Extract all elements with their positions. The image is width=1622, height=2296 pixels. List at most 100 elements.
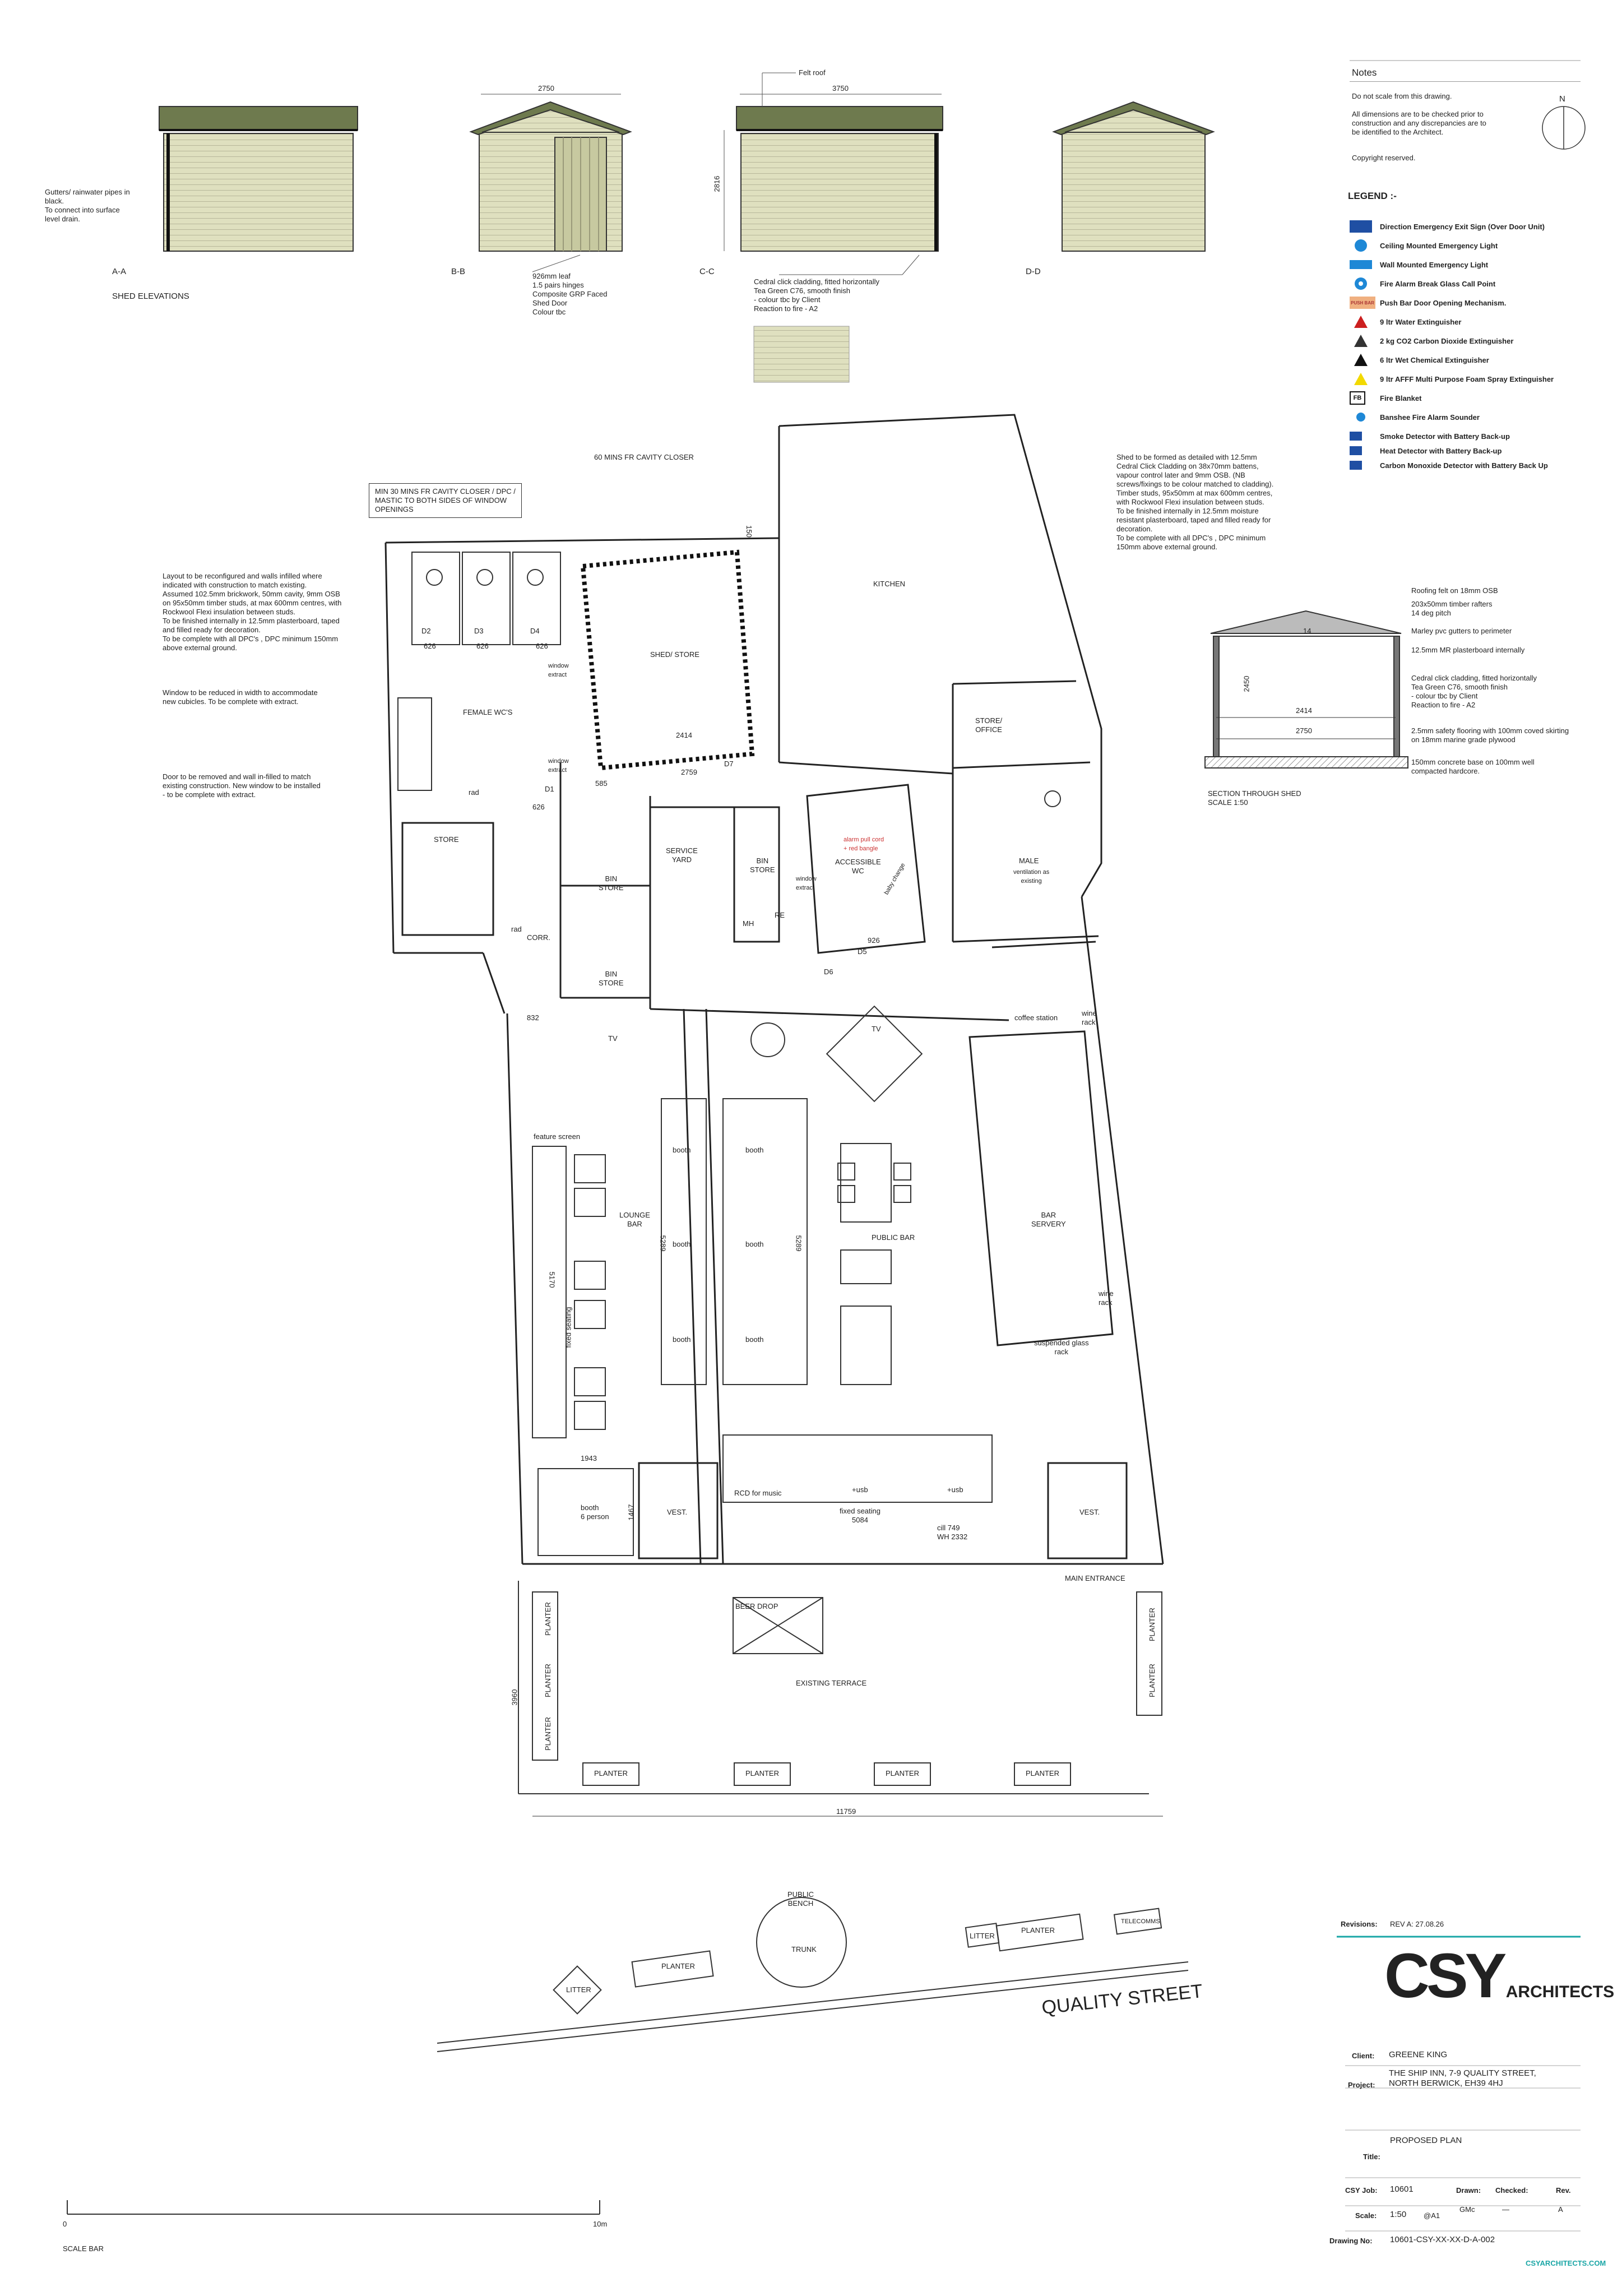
alarm-pull-label: alarm pull cord + red bangle: [844, 836, 884, 852]
dim-2816: 2816: [712, 175, 721, 192]
rad-label-2: rad: [511, 925, 522, 933]
project-label: Project:: [1348, 2081, 1375, 2089]
legend-list: Direction Emergency Exit Sign (Over Door…: [1350, 220, 1585, 494]
ventilation-label: ventilation as existing: [1013, 869, 1050, 885]
booth-label-5: booth: [745, 1240, 764, 1248]
door-tag-d3: D3: [474, 627, 484, 635]
room-lounge-bar: LOUNGE BAR: [619, 1211, 650, 1228]
elevation-label-c-c: C-C: [699, 267, 715, 276]
main-entrance-label: MAIN ENTRANCE: [1065, 1574, 1125, 1582]
cavity-closer-note: 60 MINS FR CAVITY CLOSER: [594, 453, 694, 461]
drawing-value: 10601-CSY-XX-XX-D-A-002: [1390, 2235, 1495, 2244]
dim-626-c: 626: [536, 642, 548, 650]
legend-item: 2 kg CO2 Carbon Dioxide Extinguisher: [1350, 334, 1513, 348]
legend-title: LEGEND :-: [1348, 191, 1397, 201]
section-note-6: 2.5mm safety flooring with 100mm coved s…: [1411, 726, 1569, 744]
elevation-d-d: [1052, 101, 1215, 252]
notes-title: Notes: [1352, 67, 1377, 78]
fixed-seating-label: fixed seating: [564, 1307, 573, 1348]
legend-item: Heat Detector with Battery Back-up: [1350, 444, 1501, 457]
fixed-seating-5084-label: fixed seating 5084: [840, 1507, 880, 1524]
lounge-dim-5170: 5170: [548, 1271, 557, 1288]
dim-626-a: 626: [424, 642, 436, 650]
planter-side-3: PLANTER: [543, 1717, 552, 1751]
section-dim-2750: 2750: [1296, 726, 1312, 735]
legend-item: Banshee Fire Alarm Sounder: [1350, 410, 1480, 424]
csy-logo: CSY ARCHITECTS: [1384, 1939, 1614, 2012]
room-public-bar: PUBLIC BAR: [872, 1233, 915, 1242]
elevation-a-a: [159, 106, 358, 252]
booth-label-2: booth: [673, 1240, 691, 1248]
section-note-4: 12.5mm MR plasterboard internally: [1411, 646, 1525, 654]
section-title: SECTION THROUGH SHED SCALE 1:50: [1208, 789, 1301, 807]
room-store-office: STORE/ OFFICE: [975, 716, 1003, 734]
sill-label: cill 749 WH 2332: [937, 1524, 968, 1541]
csy-logo-sub: ARCHITECTS: [1505, 1983, 1615, 2001]
window-extract-label-1: window extract: [548, 663, 569, 678]
planter-terrace-3: PLANTER: [886, 1769, 919, 1777]
manhole-label: MH: [743, 919, 754, 928]
lounge-dim-5289-b: 5289: [794, 1235, 803, 1252]
dim-2414: 2414: [676, 731, 692, 739]
csy-logo-main: CSY: [1384, 1941, 1507, 2011]
room-bar-servery: BAR SERVERY: [1031, 1211, 1066, 1228]
existing-terrace-label: EXISTING TERRACE: [796, 1679, 867, 1687]
heat-detector-icon: [1350, 446, 1362, 455]
beer-drop-label: BEER DROP: [735, 1602, 778, 1610]
section-note-2: 203x50mm timber rafters 14 deg pitch: [1411, 600, 1493, 617]
room-vest-left: VEST.: [667, 1508, 688, 1516]
room-shed-store: SHED/ STORE: [650, 650, 699, 659]
elevation-c-c: [724, 72, 943, 252]
scale-bar-label: SCALE BAR: [63, 2244, 104, 2253]
elevation-b-b: [469, 94, 632, 252]
feature-screen-label: feature screen: [534, 1132, 581, 1141]
door-note: 926mm leaf 1.5 pairs hinges Composite GR…: [532, 272, 608, 316]
lounge-seating: [532, 1098, 808, 1556]
booth-label-6: booth: [745, 1335, 764, 1344]
dim-626-b: 626: [476, 642, 489, 650]
cladding-swatch: [753, 326, 850, 383]
wc-cubicles: [397, 552, 1061, 807]
foam-extinguisher-icon: [1350, 373, 1372, 385]
planter-side-5: PLANTER: [1147, 1664, 1156, 1697]
room-female-wcs: FEMALE WC'S: [463, 708, 513, 716]
planter-terrace-2: PLANTER: [745, 1769, 779, 1777]
room-kitchen: KITCHEN: [873, 580, 906, 588]
public-bar-tables: [722, 1005, 993, 1503]
door-tag-d1: D1: [545, 785, 554, 793]
legend-item: Wall Mounted Emergency Light: [1350, 258, 1488, 271]
project-value: THE SHIP INN, 7-9 QUALITY STREET, NORTH …: [1389, 2068, 1536, 2088]
job-label: CSY Job:: [1345, 2186, 1378, 2195]
scale-ten: 10m: [593, 2220, 608, 2228]
north-arrow: [1542, 106, 1586, 150]
notes-line-2: All dimensions are to be checked prior t…: [1352, 110, 1486, 136]
cladding-note: Cedral click cladding, fitted horizontal…: [754, 277, 879, 313]
planter-terrace-1: PLANTER: [594, 1769, 628, 1777]
legend-item: Carbon Monoxide Detector with Battery Ba…: [1350, 459, 1548, 472]
dim-926: 926: [868, 936, 880, 945]
section-note-3: Marley pvc gutters to perimeter: [1411, 627, 1512, 635]
booth-label-4: booth: [745, 1146, 764, 1154]
sounder-icon: [1350, 411, 1372, 423]
room-accessible-wc: ACCESSIBLE WC: [835, 858, 881, 875]
scale-zero: 0: [63, 2220, 67, 2228]
rev-label: Rev.: [1556, 2186, 1571, 2195]
window-extract-label-3: window extract: [796, 876, 817, 891]
dim-1943: 1943: [581, 1454, 597, 1462]
lounge-dim-5289-a: 5289: [659, 1235, 668, 1252]
room-bin-store-1: BIN STORE: [599, 874, 624, 892]
terrace: [518, 1581, 1163, 1817]
window-extract-label-2: window extract: [548, 758, 569, 774]
planter-terrace-4: PLANTER: [1026, 1769, 1059, 1777]
scale-bar-graphic: [67, 2200, 600, 2215]
co2-extinguisher-icon: [1350, 335, 1372, 347]
dim-832: 832: [527, 1013, 539, 1022]
door-tag-d7: D7: [724, 760, 734, 768]
scale-sheet: @A1: [1424, 2211, 1440, 2220]
rad-label-1: rad: [469, 788, 479, 797]
room-bin-store-2: BIN STORE: [599, 970, 624, 987]
section-note-1: Roofing felt on 18mm OSB: [1411, 586, 1498, 595]
door-removal-note: Door to be removed and wall in-filled to…: [163, 772, 321, 799]
dim-11759: 11759: [836, 1807, 856, 1816]
